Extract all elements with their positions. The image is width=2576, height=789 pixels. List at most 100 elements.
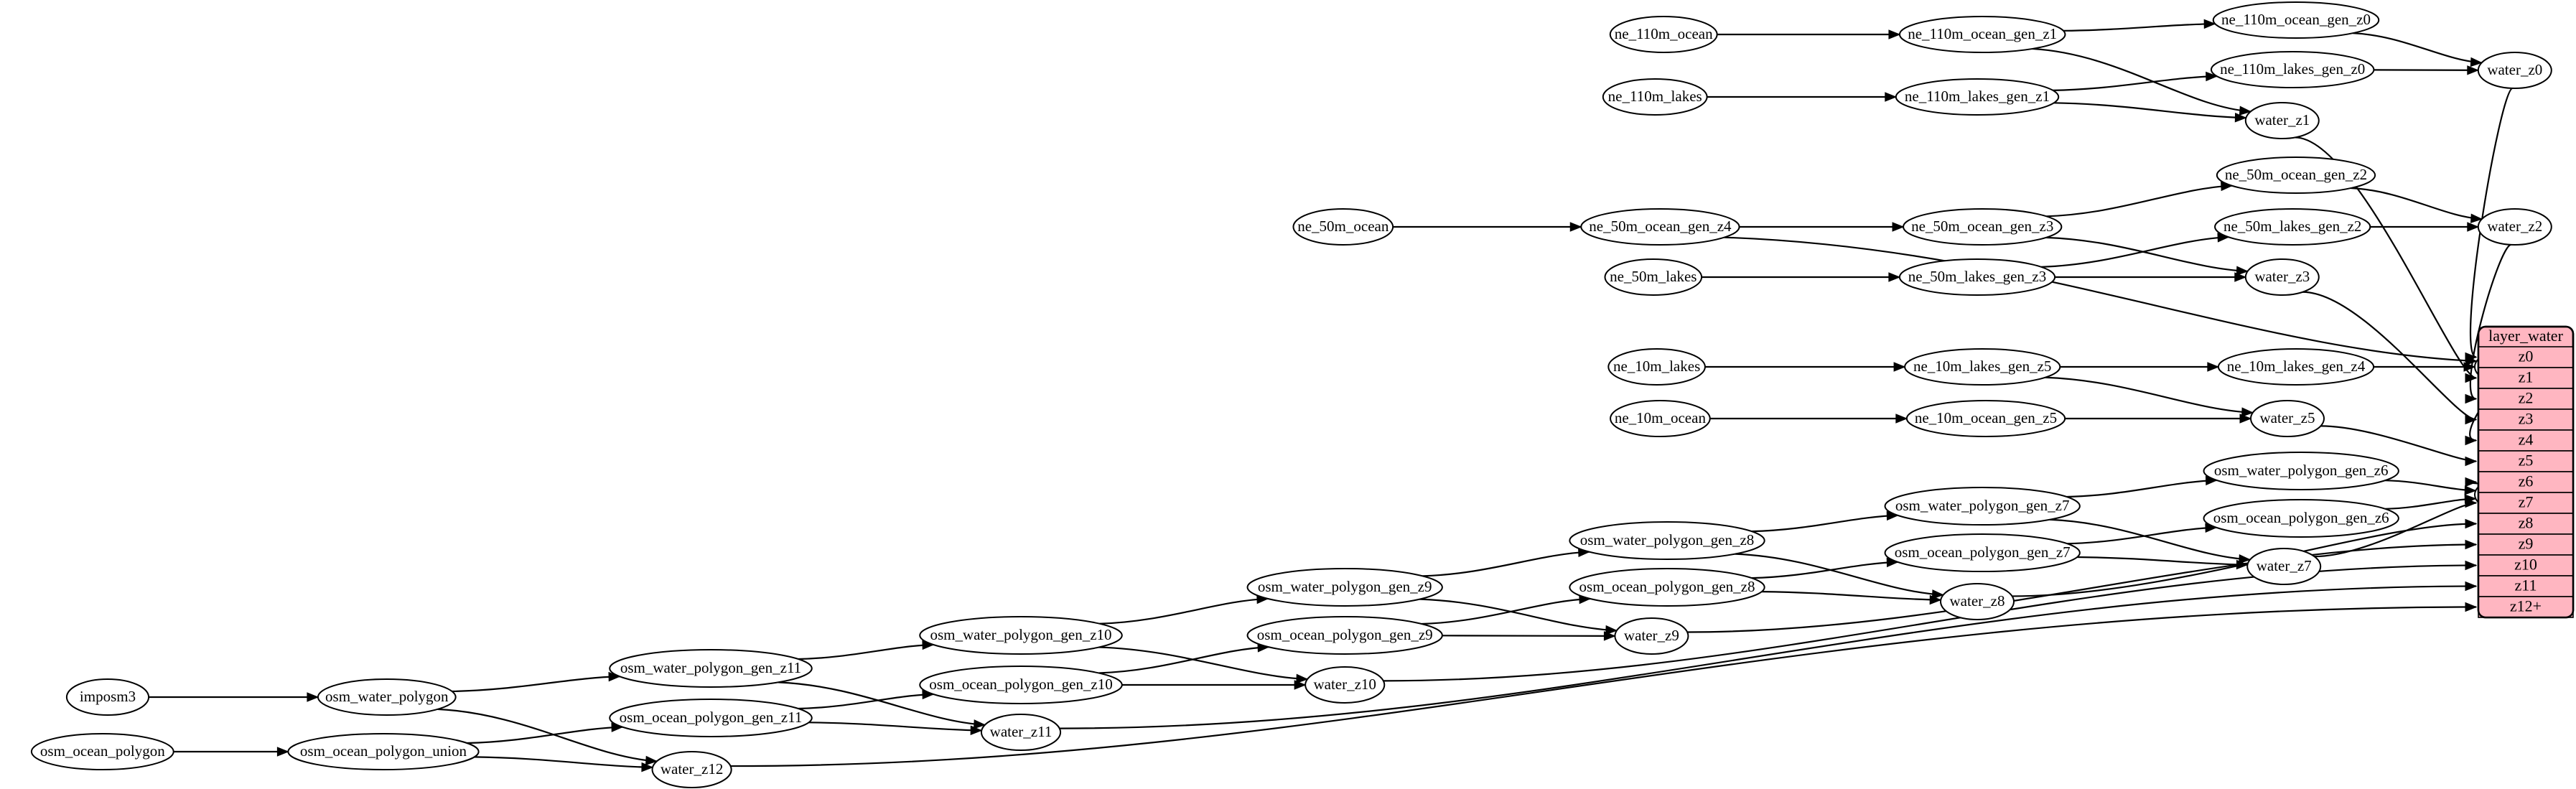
- table-row-z4[interactable]: [2478, 429, 2574, 452]
- edge-osm_ocean_polygon_gen_z11-to-osm_ocean_polygon_gen_z10: [798, 693, 934, 710]
- node-ne_10m_lakes_gen_z4[interactable]: ne_10m_lakes_gen_z4: [2217, 348, 2375, 386]
- table-row-z9[interactable]: [2478, 533, 2574, 556]
- node-ne_110m_ocean_gen_z0[interactable]: ne_110m_ocean_gen_z0: [2212, 1, 2380, 39]
- node-ne_110m_ocean[interactable]: ne_110m_ocean: [1609, 16, 1718, 53]
- table-row-z8[interactable]: [2478, 513, 2574, 535]
- node-osm_water_polygon_gen_z10[interactable]: osm_water_polygon_gen_z10: [919, 616, 1123, 655]
- node-imposm3[interactable]: imposm3: [65, 678, 150, 716]
- node-osm_ocean_polygon[interactable]: osm_ocean_polygon: [30, 733, 174, 770]
- node-label: water_z0: [2487, 61, 2542, 78]
- node-ne_10m_lakes_gen_z5[interactable]: ne_10m_lakes_gen_z5: [1904, 348, 2061, 386]
- node-ne_10m_lakes[interactable]: ne_10m_lakes: [1607, 348, 1706, 386]
- node-ellipse: [1884, 487, 2081, 526]
- node-water_z3[interactable]: water_z3: [2244, 258, 2320, 296]
- node-ellipse: [1609, 16, 1718, 53]
- node-ellipse: [980, 714, 1062, 751]
- node-water_z7[interactable]: water_z7: [2246, 548, 2322, 585]
- node-osm_water_polygon_gen_z9[interactable]: osm_water_polygon_gen_z9: [1246, 568, 1443, 607]
- node-water_z0[interactable]: water_z0: [2477, 52, 2552, 89]
- table-row-z6[interactable]: [2478, 471, 2574, 493]
- node-label: water_z3: [2254, 268, 2310, 285]
- edge-arrowhead: [641, 762, 654, 772]
- table-row-z0[interactable]: [2478, 346, 2574, 368]
- node-water_z8[interactable]: water_z8: [1940, 583, 2015, 620]
- node-water_z1[interactable]: water_z1: [2244, 102, 2320, 139]
- node-osm_ocean_polygon_gen_z9[interactable]: osm_ocean_polygon_gen_z9: [1246, 616, 1443, 655]
- edge-water_z9-to-layer_water-z9: [1687, 543, 2477, 633]
- node-water_z11[interactable]: water_z11: [980, 714, 1062, 751]
- edge-osm_ocean_polygon_union-to-water_z12: [474, 756, 653, 768]
- node-ne_50m_ocean_gen_z2[interactable]: ne_50m_ocean_gen_z2: [2216, 157, 2376, 194]
- edge-osm_ocean_polygon_gen_z6-to-water_z6: [2385, 498, 2476, 510]
- edge-ne_50m_ocean_gen_z3-to-water_z3: [2045, 236, 2248, 273]
- node-osm_ocean_polygon_gen_z6[interactable]: osm_ocean_polygon_gen_z6: [2203, 499, 2399, 538]
- node-ne_50m_ocean[interactable]: ne_50m_ocean: [1292, 208, 1394, 246]
- node-osm_water_polygon_gen_z6[interactable]: osm_water_polygon_gen_z6: [2203, 452, 2399, 490]
- edge-osm_water_polygon_gen_z8-to-osm_water_polygon_gen_z7: [1751, 514, 1898, 533]
- node-water_z12[interactable]: water_z12: [651, 751, 732, 788]
- node-osm_ocean_polygon_union[interactable]: osm_ocean_polygon_union: [287, 733, 480, 770]
- edge-osm_water_polygon_gen_z9-to-water_z9: [1419, 598, 1617, 632]
- edge-ne_110m_ocean_gen_z0-to-water_z0: [2353, 32, 2482, 64]
- node-osm_water_polygon_gen_z8[interactable]: osm_water_polygon_gen_z8: [1569, 521, 1765, 560]
- node-ellipse: [2203, 452, 2399, 490]
- table-row-label-z1: z1: [2519, 368, 2534, 386]
- edge-arrowhead: [2470, 213, 2483, 223]
- edge-osm_ocean_polygon_gen_z9-to-water_z9: [1442, 635, 1615, 637]
- node-ellipse: [1884, 533, 2081, 572]
- edge-ne_110m_ocean_gen_z1-to-ne_110m_ocean_gen_z0: [2063, 23, 2216, 32]
- node-ne_110m_lakes_gen_z0[interactable]: ne_110m_lakes_gen_z0: [2210, 51, 2375, 88]
- node-ne_50m_lakes_gen_z3[interactable]: ne_50m_lakes_gen_z3: [1898, 258, 2056, 296]
- table-row-z3[interactable]: [2478, 408, 2574, 431]
- edge-arrowhead: [2234, 113, 2247, 123]
- node-osm_water_polygon_gen_z11[interactable]: osm_water_polygon_gen_z11: [609, 649, 813, 688]
- node-ne_10m_ocean_gen_z5[interactable]: ne_10m_ocean_gen_z5: [1905, 400, 2066, 437]
- node-water_z2[interactable]: water_z2: [2477, 208, 2552, 246]
- node-ne_110m_ocean_gen_z1[interactable]: ne_110m_ocean_gen_z1: [1898, 16, 2066, 53]
- edge-arrowhead: [2239, 414, 2252, 424]
- node-ne_110m_lakes[interactable]: ne_110m_lakes: [1602, 78, 1708, 116]
- table-row-label-z3: z3: [2519, 410, 2534, 428]
- node-ellipse: [919, 666, 1123, 704]
- node-ellipse: [919, 616, 1123, 655]
- node-ne_50m_lakes_gen_z2[interactable]: ne_50m_lakes_gen_z2: [2214, 208, 2371, 246]
- node-water_z9[interactable]: water_z9: [1614, 617, 1689, 655]
- node-osm_ocean_polygon_gen_z8[interactable]: osm_ocean_polygon_gen_z8: [1569, 568, 1765, 607]
- node-osm_ocean_polygon_gen_z10[interactable]: osm_ocean_polygon_gen_z10: [919, 666, 1123, 704]
- node-ellipse: [2477, 208, 2552, 246]
- node-ellipse: [2250, 400, 2325, 437]
- edge-osm_water_polygon_gen_z9-to-osm_water_polygon_gen_z8: [1422, 551, 1590, 577]
- node-ne_10m_ocean[interactable]: ne_10m_ocean: [1610, 400, 1711, 437]
- node-ellipse: [1904, 348, 2061, 386]
- node-ellipse: [2203, 499, 2399, 538]
- edge-arrowhead: [2464, 485, 2477, 495]
- edge-arrowhead: [970, 725, 983, 736]
- edge-arrowhead: [2207, 362, 2220, 372]
- edge-arrowhead: [645, 755, 658, 766]
- table-row-label-z11: z11: [2515, 576, 2537, 594]
- node-ne_50m_ocean_gen_z4[interactable]: ne_50m_ocean_gen_z4: [1580, 208, 1740, 246]
- node-label: ne_10m_lakes_gen_z5: [1913, 358, 2051, 375]
- edge-arrowhead: [1603, 631, 1616, 641]
- node-osm_water_polygon[interactable]: osm_water_polygon: [317, 678, 457, 716]
- node-ne_50m_ocean_gen_z3[interactable]: ne_50m_ocean_gen_z3: [1903, 208, 2063, 246]
- node-osm_water_polygon_gen_z7[interactable]: osm_water_polygon_gen_z7: [1884, 487, 2081, 526]
- node-osm_ocean_polygon_gen_z11[interactable]: osm_ocean_polygon_gen_z11: [609, 699, 813, 737]
- edge-water_z12-to-layer_water-z12+: [730, 606, 2477, 767]
- edge-osm_ocean_polygon_gen_z7-to-osm_ocean_polygon_gen_z6: [2067, 526, 2217, 545]
- node-label: water_z8: [1950, 592, 2005, 610]
- node-osm_ocean_polygon_gen_z7[interactable]: osm_ocean_polygon_gen_z7: [1884, 533, 2081, 572]
- node-ne_110m_lakes_gen_z1[interactable]: ne_110m_lakes_gen_z1: [1895, 78, 2060, 116]
- node-label: osm_ocean_polygon_gen_z11: [620, 709, 803, 726]
- edge-arrowhead: [2234, 272, 2247, 282]
- table-row-label-z0: z0: [2519, 347, 2534, 365]
- node-ellipse: [317, 678, 457, 716]
- edge-arrowhead: [1893, 362, 1906, 372]
- table-row-z5[interactable]: [2478, 450, 2574, 472]
- node-label: osm_ocean_polygon_gen_z8: [1579, 578, 1755, 595]
- node-ne_50m_lakes[interactable]: ne_50m_lakes: [1604, 258, 1703, 296]
- node-ellipse: [30, 733, 174, 770]
- node-water_z10[interactable]: water_z10: [1305, 666, 1386, 704]
- node-water_z5[interactable]: water_z5: [2250, 400, 2325, 437]
